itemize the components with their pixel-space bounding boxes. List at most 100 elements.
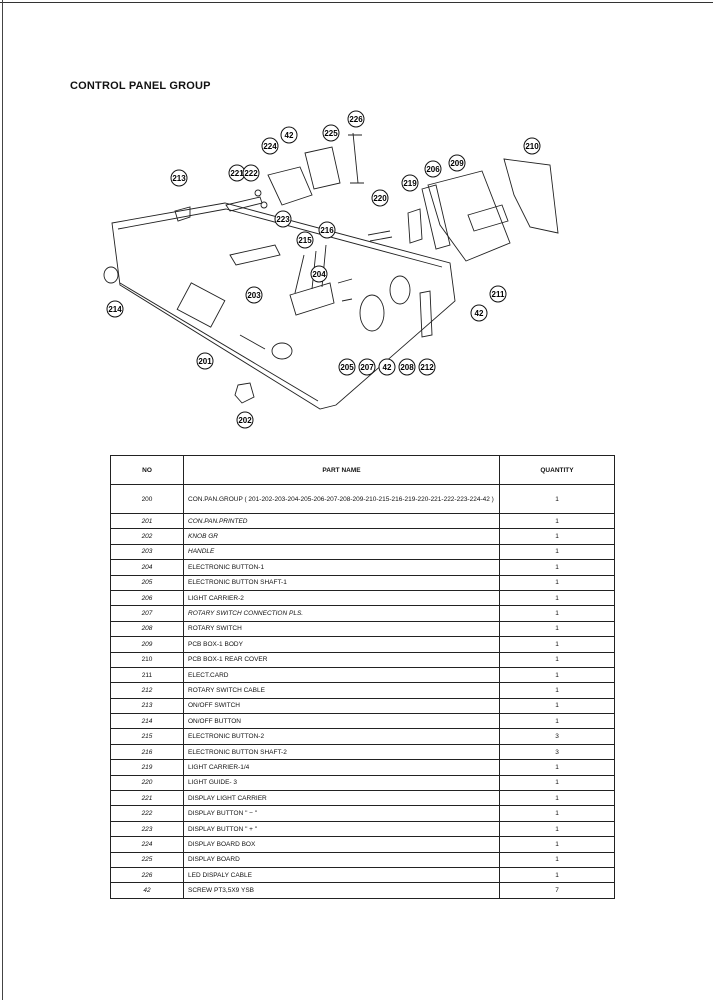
svg-text:207: 207 (360, 363, 374, 372)
callout-224: 224 (261, 137, 279, 155)
table-header-row: NO PART NAME QUANTITY (110, 455, 615, 485)
part-no: 213 (110, 697, 184, 715)
part-no: 209 (110, 636, 184, 653)
part-no: 204 (110, 559, 184, 576)
callout-212: 212 (418, 358, 436, 376)
svg-text:213: 213 (172, 174, 186, 183)
callout-42c: 42 (378, 358, 396, 376)
svg-text:212: 212 (420, 363, 434, 372)
scan-top-edge (0, 2, 713, 3)
part-quantity: 3 (499, 743, 615, 761)
callout-210: 210 (523, 137, 541, 155)
part-name: DISPLAY BOARD BOX (183, 836, 500, 853)
part-quantity: 1 (499, 574, 615, 591)
svg-text:202: 202 (238, 416, 252, 425)
part-name: ELECT.CARD (183, 666, 500, 684)
part-name: PCB BOX-1 REAR COVER (183, 651, 500, 668)
part-quantity: 1 (499, 605, 615, 622)
header-no: NO (110, 455, 184, 485)
part-quantity: 1 (499, 713, 615, 730)
part-quantity: 1 (499, 666, 615, 684)
callout-215: 215 (296, 231, 314, 249)
part-no: 226 (110, 866, 184, 884)
svg-text:222: 222 (244, 169, 258, 178)
scan-left-edge (2, 0, 3, 1000)
part-name: DISPLAY LIGHT CARRIER (183, 790, 500, 807)
control-panel-body (111, 202, 456, 410)
part-quantity: 1 (499, 559, 615, 576)
exploded-parts-diagram: 226 42 225 224 210 221 222 206 209 213 2… (90, 105, 570, 435)
onoff-button-part (103, 266, 119, 284)
part-name: ELECTRONIC BUTTON-2 (183, 728, 500, 745)
handle-part (229, 244, 281, 266)
callout-226: 226 (347, 110, 365, 128)
callout-223: 223 (274, 210, 292, 228)
diagram-svg: 226 42 225 224 210 221 222 206 209 213 2… (103, 110, 559, 429)
callout-214: 214 (106, 300, 124, 318)
part-no: 215 (110, 728, 184, 745)
part-quantity: 1 (499, 512, 615, 530)
pcb-rear-cover (503, 158, 559, 234)
callout-group: 226 42 225 224 210 221 222 206 209 213 2… (106, 110, 541, 429)
part-no: 210 (110, 651, 184, 668)
part-quantity: 1 (499, 774, 615, 792)
svg-text:225: 225 (324, 129, 338, 138)
svg-text:208: 208 (400, 363, 414, 372)
part-name: ELECTRONIC BUTTON SHAFT-1 (183, 574, 500, 591)
part-name: ON/OFF SWITCH (183, 697, 500, 715)
part-quantity: 1 (499, 528, 615, 545)
header-quantity: QUANTITY (499, 455, 615, 485)
callout-201: 201 (196, 352, 214, 370)
part-no: 42 (110, 882, 184, 899)
part-quantity: 7 (499, 882, 615, 899)
part-quantity: 1 (499, 805, 615, 822)
part-no: 211 (110, 666, 184, 684)
svg-text:209: 209 (450, 159, 464, 168)
part-no: 202 (110, 528, 184, 545)
part-name: ELECTRONIC BUTTON-1 (183, 559, 500, 576)
part-quantity: 1 (499, 697, 615, 715)
part-name: ROTARY SWITCH CONNECTION PLS. (183, 605, 500, 622)
part-name: KNOB GR (183, 528, 500, 545)
pcb-box-body (427, 170, 511, 262)
knob-part (234, 382, 255, 404)
part-quantity: 1 (499, 836, 615, 853)
part-quantity: 1 (499, 484, 615, 514)
part-no: 207 (110, 605, 184, 622)
svg-text:42: 42 (285, 131, 294, 140)
svg-text:215: 215 (298, 236, 312, 245)
svg-text:211: 211 (492, 290, 505, 299)
part-quantity: 1 (499, 543, 615, 561)
part-no: 205 (110, 574, 184, 591)
svg-text:206: 206 (426, 165, 440, 174)
part-no: 219 (110, 759, 184, 776)
callout-216: 216 (318, 221, 336, 239)
part-name: LIGHT GUIDE- 3 (183, 774, 500, 792)
part-quantity: 1 (499, 682, 615, 699)
callout-219: 219 (401, 174, 419, 192)
part-quantity: 1 (499, 589, 615, 607)
part-name: ON/OFF BUTTON (183, 713, 500, 730)
header-part-name: PART NAME (183, 455, 500, 485)
part-name: LIGHT CARRIER-1/4 (183, 759, 500, 776)
